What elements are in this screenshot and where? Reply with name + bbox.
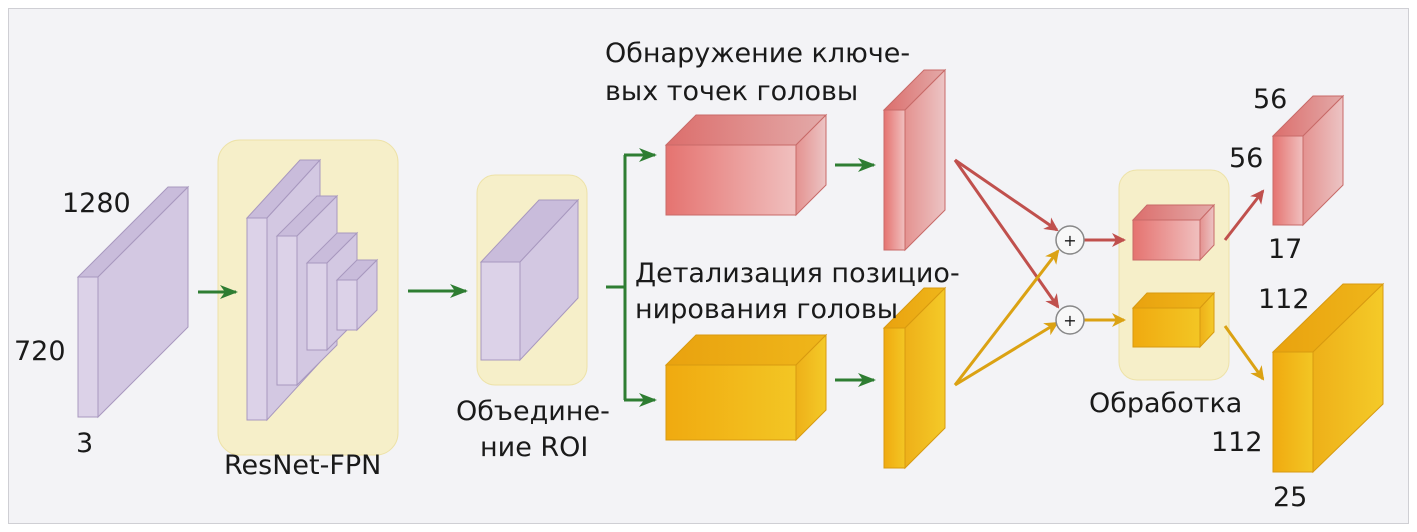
input-height-label: 720: [14, 336, 66, 367]
backbone-layer-1-front: [246, 217, 268, 421]
roi-feature-front: [480, 261, 521, 361]
plus-icon: +: [1063, 311, 1076, 330]
processing-red-block: [1131, 203, 1216, 262]
processing-yellow-block-front: [1132, 307, 1201, 348]
roi-label-line2: ние ROI: [480, 432, 588, 463]
backbone-layer-4-front: [336, 279, 358, 331]
refine-output-height: 112: [1211, 427, 1263, 458]
input-tensor: [76, 185, 190, 419]
refine-head-block-front: [665, 364, 797, 441]
processing-yellow-block: [1131, 291, 1216, 349]
processing-panel: [1118, 169, 1230, 381]
refine-output-tensor-front: [1272, 351, 1314, 473]
keypoint-output-height: 56: [1229, 143, 1263, 174]
arrow-processing-to-keypoint-output: [1223, 189, 1265, 241]
keypoint-head-block-front: [665, 144, 797, 216]
keypoint-label-line2: вых точек головы: [605, 76, 858, 107]
input-tensor-front: [77, 276, 99, 418]
keypoint-head-slab-front: [883, 109, 906, 251]
plus-icon: +: [1063, 231, 1076, 250]
processing-red-block-front: [1132, 219, 1201, 261]
backbone-layer-2-front: [276, 235, 298, 386]
keypoint-output-width: 56: [1253, 84, 1287, 115]
backbone-layer-3-front: [306, 262, 328, 351]
keypoint-head-block: [664, 113, 828, 217]
arrow-red-to-plus1: [954, 158, 1059, 232]
refine-output-tensor: [1271, 282, 1385, 474]
refine-label-line1: Детализация позицио-: [635, 258, 960, 289]
roi-label-line1: Объедине-: [456, 396, 610, 427]
input-width-label: 1280: [62, 188, 131, 219]
keypoint-head-slab: [882, 68, 947, 252]
plus-node-1: +: [1055, 225, 1085, 255]
refine-output-width: 112: [1258, 284, 1310, 315]
processing-label: Обработка: [1089, 388, 1242, 419]
keypoint-output-channels: 17: [1268, 234, 1302, 265]
arrow-yellow-to-plus1: [953, 249, 1060, 386]
keypoint-output-tensor-front: [1272, 135, 1304, 226]
plus-node-2: +: [1055, 305, 1085, 335]
green-arrows: [198, 148, 876, 407]
keypoint-label-line1: Обнаружение ключе-: [605, 38, 910, 69]
arrow-processing-to-refine-output: [1223, 325, 1265, 381]
backbone-label: ResNet-FPN: [224, 450, 381, 481]
refine-output-channels: 25: [1273, 482, 1307, 513]
arrow-yellow-to-plus2: [954, 321, 1059, 387]
arrow-red-to-plus2: [953, 159, 1060, 309]
refine-label-line2: нирования головы: [635, 294, 898, 325]
input-channels-label: 3: [76, 428, 93, 459]
backbone-layer-4: [335, 258, 379, 332]
roi-feature: [479, 198, 580, 362]
keypoint-output-tensor: [1271, 94, 1345, 227]
refine-head-slab: [882, 286, 947, 470]
refine-head-block: [664, 333, 828, 442]
roi-fork-line: [606, 155, 627, 400]
refine-head-slab-front: [883, 327, 906, 469]
